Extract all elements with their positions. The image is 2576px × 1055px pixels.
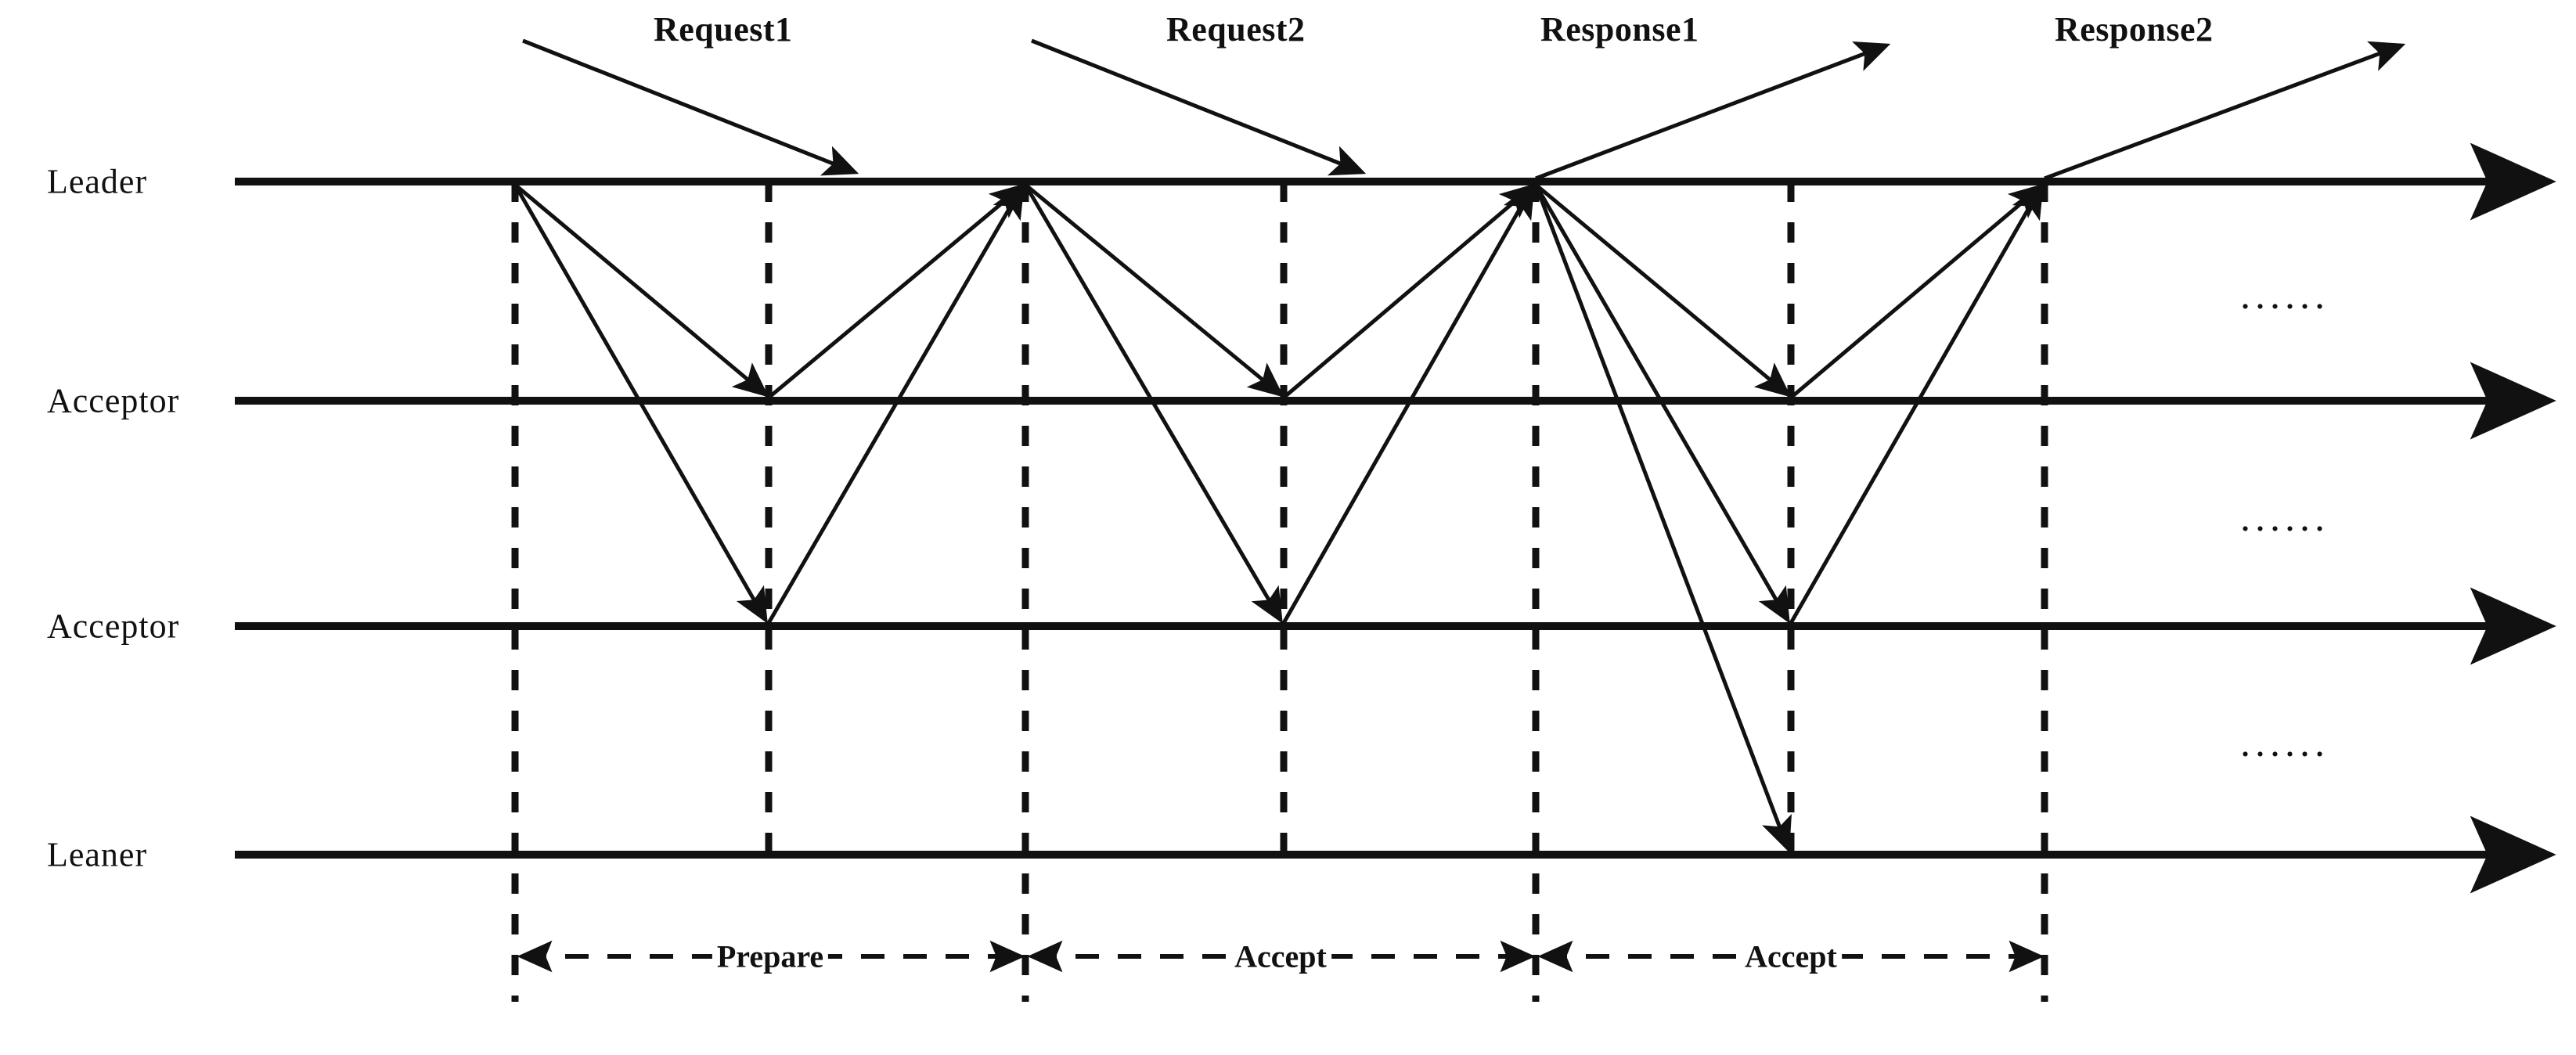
arrow-accepted-acceptor-2-to-leader: [1281, 182, 1535, 625]
arrow-accepted2-acceptor-2-to-leader: [1789, 182, 2044, 625]
arrow-learn-leader-to-leaner: [1533, 184, 1792, 853]
arrow-accept-leader-to-acceptor-1: [1024, 183, 1284, 398]
arrow-promise-acceptor-2-to-leader: [766, 182, 1025, 625]
message-label-request-1: Request1: [654, 10, 793, 49]
message-label-request-2: Request2: [1166, 10, 1306, 49]
arrow-request-1: [522, 38, 859, 176]
lane-label-leaner: Leaner: [47, 835, 148, 874]
phase-label-prepare: Prepare: [712, 938, 829, 975]
protocol-arrows: [513, 182, 2045, 853]
arrow-response-2: [2044, 41, 2406, 181]
arrow-promise-acceptor-1-to-leader: [767, 183, 1026, 399]
continuation-ellipsis-3: ......: [2240, 721, 2329, 765]
lane-label-acceptor-1: Acceptor: [47, 381, 180, 420]
arrow-accept2-leader-to-acceptor-1: [1534, 183, 1792, 398]
continuation-ellipsis-2: ......: [2240, 495, 2329, 540]
phase-label-accept-2: Accept: [1740, 938, 1842, 975]
arrow-accepted2-acceptor-1-to-leader: [1789, 183, 2045, 399]
arrow-prepare-leader-to-acceptor-1: [513, 183, 769, 398]
time-columns: [511, 182, 2048, 1002]
lane-label-leader: Leader: [47, 162, 148, 201]
arrow-request-2: [1031, 38, 1367, 176]
message-label-response-2: Response2: [2055, 10, 2214, 49]
lifelines: [235, 142, 2556, 894]
arrow-accept2-leader-to-acceptor-2: [1533, 183, 1790, 624]
arrow-prepare-leader-to-acceptor-2: [513, 183, 768, 624]
continuation-ellipsis-1: ......: [2240, 273, 2329, 318]
phase-label-accept-1: Accept: [1230, 938, 1331, 975]
lane-label-acceptor-2: Acceptor: [47, 607, 180, 646]
arrow-response-1: [1535, 41, 1891, 181]
arrow-accept-leader-to-acceptor-2: [1023, 183, 1283, 624]
external-message-arrows: [522, 38, 2406, 181]
message-label-response-1: Response1: [1540, 10, 1699, 49]
arrow-accepted-acceptor-1-to-leader: [1282, 183, 1537, 399]
